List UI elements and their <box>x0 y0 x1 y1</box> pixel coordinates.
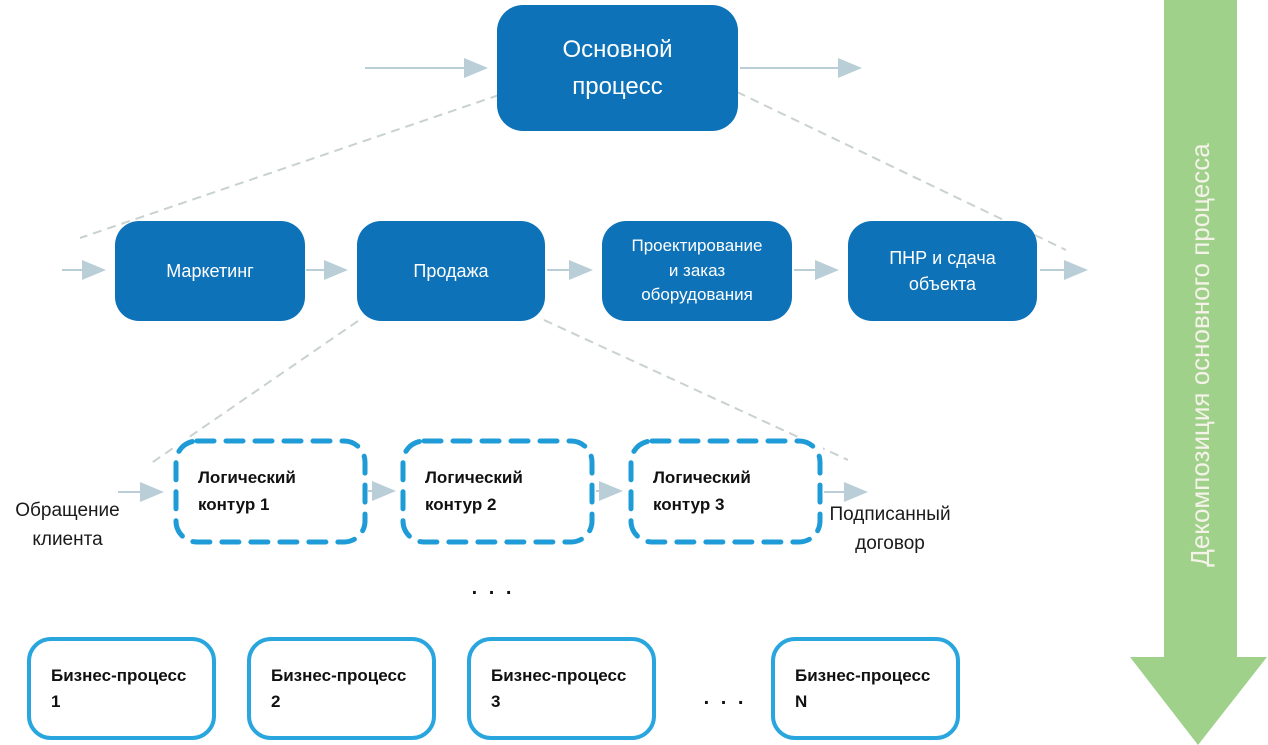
dashed-border <box>400 438 595 545</box>
box-stage-design-order: Проектирование и заказ оборудования <box>602 221 792 321</box>
box-business-process-n: Бизнес-процесс N <box>771 637 960 740</box>
contour-ellipsis: . . . <box>471 577 515 599</box>
output-label: Подписанный договор <box>829 504 951 555</box>
box-business-process-2: Бизнес-процесс 2 <box>247 637 436 740</box>
box-logical-contour-1: Логический контур 1 <box>173 438 368 545</box>
business-process-label: Бизнес-процесс N <box>795 666 931 711</box>
stage-label: Проектирование и заказ оборудования <box>631 236 763 305</box>
stage-label: Маркетинг <box>166 260 254 281</box>
dashed-main-to-left <box>79 94 500 239</box>
input-label: Обращение клиента <box>15 500 120 551</box>
box-business-process-3: Бизнес-процесс 3 <box>467 637 656 740</box>
business-process-label: Бизнес-процесс 2 <box>271 666 407 711</box>
box-stage-commissioning: ПНР и сдача объекта <box>848 221 1037 321</box>
business-process-label: Бизнес-процесс 3 <box>491 666 627 711</box>
box-business-process-1: Бизнес-процесс 1 <box>27 637 216 740</box>
dashed-border <box>628 438 823 545</box>
contour-label: Логический контур 2 <box>425 468 523 514</box>
business-ellipsis: . . . <box>703 687 747 709</box>
box-logical-contour-2: Логический контур 2 <box>400 438 595 545</box>
business-process-label: Бизнес-процесс 1 <box>51 666 187 711</box>
contour-label: Логический контур 1 <box>198 468 296 514</box>
box-logical-contour-3: Логический контур 3 <box>628 438 823 545</box>
box-main-process: Основной процесс <box>497 5 738 131</box>
dashed-sales-to-right <box>543 319 849 461</box>
decomposition-arrow-label: Декомпозиция основного процесса <box>1185 143 1215 567</box>
box-stage-sales: Продажа <box>357 221 545 321</box>
contour-label: Логический контур 3 <box>653 468 751 514</box>
box-stage-marketing: Маркетинг <box>115 221 305 321</box>
decomposition-arrow <box>1130 0 1267 745</box>
dashed-border <box>173 438 368 545</box>
main-process-label: Основной процесс <box>562 35 673 100</box>
stage-label: ПНР и сдача объекта <box>889 247 996 294</box>
stage-label: Продажа <box>413 260 489 281</box>
